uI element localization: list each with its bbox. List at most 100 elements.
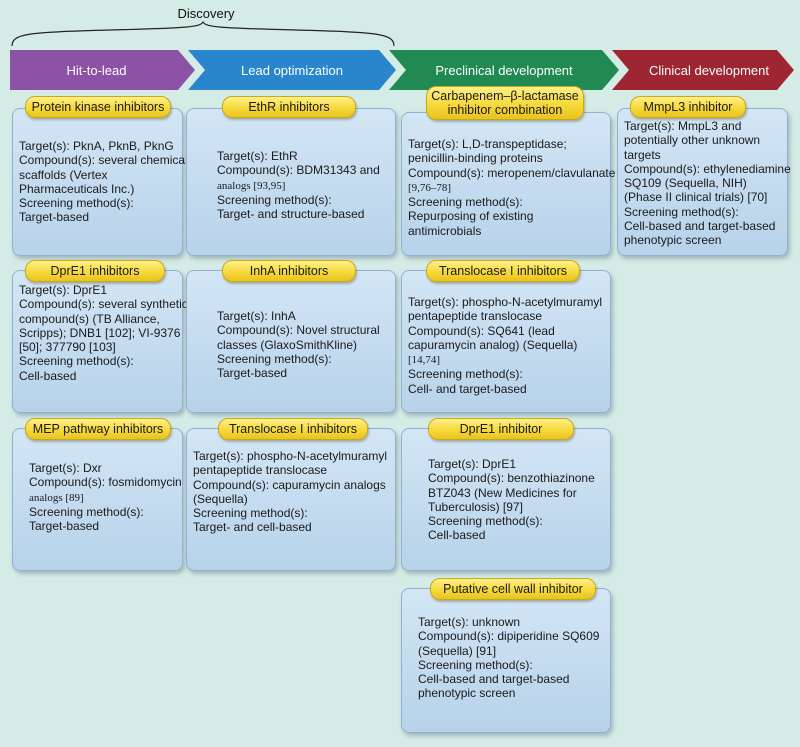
card-line: Compound(s): several chemical [19,153,188,168]
card-body: Target(s): phospho-N-acetylmuramyl penta… [193,449,389,535]
card-body: Target(s): DprE1 Compound(s): several sy… [19,283,188,383]
card-line: Screening method(s): [19,354,134,369]
discovery-label: Discovery [177,6,235,21]
card-body: Target(s): unknown Compound(s): dipiperi… [418,615,604,701]
card-line: Target(s): DprE1 [428,457,517,471]
card-line: Screening method(s): [428,514,543,529]
card-title-protein-kinase-inhibitors: Protein kinase inhibitors [25,96,171,118]
card-title-line: Carbapenem–β-lactamase [431,89,579,103]
card-line: [50]; 377790 [103] [19,340,116,355]
card-line: antimicrobials [408,223,482,238]
card-translocase-lead: Target(s): phospho-N-acetylmuramyl penta… [186,428,396,571]
card-line: pentapeptide translocase [408,309,543,324]
stage-arrow-clinical: Clinical development [612,50,794,90]
card-line: Cell-based and target-based [418,672,570,687]
card-line: Target(s): PknA, PknB, PknG [19,139,174,153]
card-title-ethr-inhibitors: EthR inhibitors [222,96,356,118]
card-dpre1-inhibitors: Target(s): DprE1 Compound(s): several sy… [12,270,188,413]
card-title-line: inhibitor combination [447,103,563,117]
card-line: penicillin-binding proteins [408,151,543,166]
card-title-line: InhA inhibitors [249,264,329,278]
card-line: Compound(s): SQ641 (lead [408,323,555,338]
card-line: Screening method(s): [217,351,332,366]
card-line: capuramycin analog) (Sequella) [408,337,578,352]
card-line: Compound(s): benzothiazinone [428,471,595,486]
card-line: Screening method(s): [193,506,308,521]
stage-arrow-hit-to-lead: Hit-to-lead [10,50,195,90]
card-mmpl3-inhibitor: Target(s): MmpL3 and potentially other u… [617,108,791,256]
card-title-line: EthR inhibitors [248,100,330,114]
card-line: Repurposing of existing [408,209,534,224]
stage-label: Clinical development [649,62,769,78]
card-line: Screening method(s): [418,657,533,672]
card-line: Target(s): InhA [217,309,296,323]
card-line: Target(s): L,D-transpeptidase; [408,137,567,151]
card-dpre1-inhibitor: Target(s): DprE1 Compound(s): benzothiaz… [401,428,611,571]
card-line: Screening method(s): [217,192,332,207]
discovery-brace [11,20,395,47]
card-line: Screening method(s): [408,367,523,382]
card-title-line: Putative cell wall inhibitor [443,582,583,596]
stage-arrow-preclinical: Preclinical development [389,50,619,90]
card-line: potentially other unknown [624,133,761,148]
card-line: [9,76–78] [408,181,452,194]
card-carbapenem-combination: Target(s): L,D-transpeptidase; penicilli… [401,112,615,256]
card-line: Scripps); DNB1 [102]; VI-9376 [19,325,181,340]
card-translocase-preclinical: Target(s): phospho-N-acetylmuramyl penta… [401,270,611,413]
card-line: Compound(s): ethylenediamine [624,161,791,176]
card-line: classes (GlaxoSmithKline) [217,337,358,352]
card-putative-cell-wall-inhibitor: Target(s): unknown Compound(s): dipiperi… [401,588,611,733]
card-title-carbapenem-combination: Carbapenem–β-lactamase inhibitor combina… [426,86,584,120]
card-line: Target-based [29,519,100,534]
card-title-putative-cell-wall-inhibitor: Putative cell wall inhibitor [430,578,596,600]
card-line: analogs [89] [29,491,84,504]
stage-label: Preclinical development [435,62,573,78]
card-protein-kinase-inhibitors: Target(s): PknA, PknB, PknG Compound(s):… [12,108,188,256]
card-line: compound(s) (TB Alliance, [19,311,160,326]
card-title-mmpl3-inhibitor: MmpL3 inhibitor [630,96,746,118]
card-inha-inhibitors: Target(s): InhA Compound(s): Novel struc… [186,270,396,413]
card-title-line: DprE1 inhibitors [50,264,140,278]
card-line: Target(s): phospho-N-acetylmuramyl [193,449,388,463]
card-title-translocase-preclinical: Translocase I inhibitors [426,260,580,282]
card-line: Pharmaceuticals Inc.) [19,181,135,196]
card-mep-pathway-inhibitors: Target(s): Dxr Compound(s): fosmidomycin… [12,428,183,571]
card-line: Cell- and target-based [408,381,527,396]
card-line: Target-based [19,210,90,225]
card-line: SQ109 (Sequella, NIH) [624,176,747,191]
card-line: Compound(s): BDM31343 and [217,163,380,178]
card-line: phenotypic screen [418,686,516,701]
card-body: Target(s): phospho-N-acetylmuramyl penta… [408,295,604,396]
card-line: (Sequella) [193,491,248,506]
card-line: pentapeptide translocase [193,463,328,478]
card-body: Target(s): DprE1 Compound(s): benzothiaz… [428,457,604,543]
card-line: Tuberculosis) [97] [428,499,523,514]
card-title-line: DprE1 inhibitor [459,422,543,436]
card-line: [14,74] [408,354,441,367]
card-line: (Phase II clinical trials) [70] [624,190,768,205]
card-body: Target(s): L,D-transpeptidase; penicilli… [408,137,615,238]
card-line: Cell-based and target-based [624,219,776,234]
card-title-line: MEP pathway inhibitors [32,422,164,436]
card-title-translocase-lead: Translocase I inhibitors [218,418,368,440]
card-line: Target(s): DprE1 [19,283,108,297]
card-line: Target-based [217,366,288,381]
card-ethr-inhibitors: Target(s): EthR Compound(s): BDM31343 an… [186,108,396,256]
card-line: Compound(s): dipiperidine SQ609 [418,629,600,644]
card-line: Compound(s): capuramycin analogs [193,477,386,492]
card-line: scaffolds (Vertex [19,167,108,182]
stage-label: Lead optimization [241,62,343,78]
card-line: Target- and cell-based [193,520,312,535]
card-line: Screening method(s): [408,195,523,210]
card-line: Compound(s): several synthetic [19,297,188,312]
card-line: Target- and structure-based [217,207,365,222]
card-title-dpre1-inhibitors: DprE1 inhibitors [25,260,165,282]
card-body: Target(s): MmpL3 and potentially other u… [624,119,791,248]
card-line: Target(s): EthR [217,149,298,163]
card-line: targets [624,147,661,162]
card-body: Target(s): Dxr Compound(s): fosmidomycin… [29,461,182,534]
card-title-mep-pathway-inhibitors: MEP pathway inhibitors [25,418,171,440]
card-line: Compound(s): Novel structural [217,323,380,338]
stage-label: Hit-to-lead [66,62,127,78]
